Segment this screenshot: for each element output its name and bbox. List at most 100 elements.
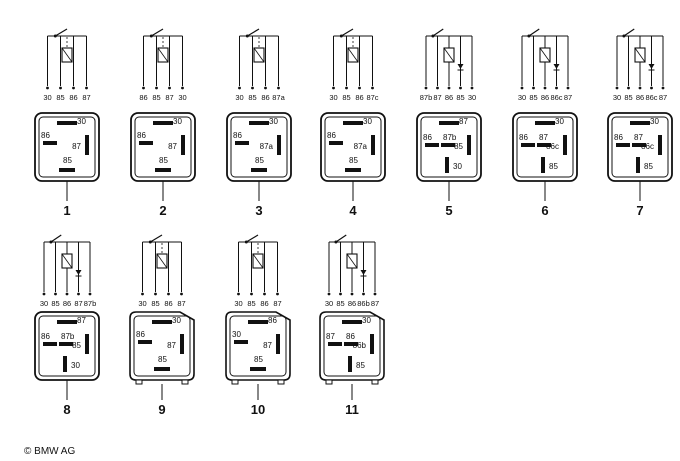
schematic-pin-label: 86c — [645, 93, 657, 102]
socket-pin-86 — [248, 320, 268, 324]
schematic-pin-label: 86 — [164, 299, 172, 308]
socket-pin-label: 86 — [137, 131, 146, 140]
schematic-pin-label: 30 — [468, 93, 476, 102]
socket-outline — [129, 311, 195, 385]
socket-pin-30 — [234, 340, 248, 344]
socket-pin-label: 86 — [423, 133, 432, 142]
socket-pin-85 — [85, 334, 89, 354]
socket-pin-86 — [139, 141, 153, 145]
socket-pin-label: 30 — [555, 117, 564, 126]
socket-pin-label: 30 — [363, 117, 372, 126]
schematic-pin-label: 87c — [366, 93, 378, 102]
socket-pin-87b — [59, 342, 73, 346]
socket-pin-label: 30 — [650, 117, 659, 126]
socket-pin-87 — [180, 334, 184, 354]
schematic-pin-label: 30 — [613, 93, 621, 102]
schematic-pin-label: 85 — [336, 299, 344, 308]
schematic-pin-label: 85 — [624, 93, 632, 102]
socket-pin-87 — [276, 334, 280, 354]
socket-pin-label: 87b — [61, 332, 75, 341]
schematic-pin-label: 86 — [261, 93, 269, 102]
relay-number: 11 — [345, 402, 359, 417]
socket-pin-87 — [328, 342, 342, 346]
schematic-pin-label: 30 — [518, 93, 526, 102]
socket-pin-label: 85 — [255, 156, 264, 165]
schematic-pin-label: 87 — [273, 299, 281, 308]
socket-pin-label: 87 — [459, 117, 468, 126]
schematic-pin-label: 30 — [138, 299, 146, 308]
schematic-pin-label: 30 — [178, 93, 186, 102]
schematic-pin-label: 86 — [63, 299, 71, 308]
socket-pin-label: 85 — [349, 156, 358, 165]
schematic-pin-label: 85 — [51, 299, 59, 308]
schematic-wiring — [332, 28, 374, 90]
relay-number: 3 — [255, 203, 262, 218]
socket-pin-label: 87 — [77, 316, 86, 325]
socket-pin-87 — [632, 143, 646, 147]
schematic-wiring — [327, 234, 377, 296]
socket-pin-label: 86b — [353, 341, 367, 350]
socket-pin-label: 86 — [233, 131, 242, 140]
schematic-pin-label: 86 — [541, 93, 549, 102]
socket-pin-86 — [329, 141, 343, 145]
relay-number: 7 — [636, 203, 643, 218]
schematic-pin-label: 87 — [659, 93, 667, 102]
socket-pin-86 — [235, 141, 249, 145]
socket-pin-85 — [250, 367, 266, 371]
socket-pin-85 — [59, 168, 75, 172]
relay-number: 5 — [445, 203, 452, 218]
socket-pin-30 — [342, 320, 362, 324]
schematic-pin-label: 85 — [247, 299, 255, 308]
socket-pin-label: 86 — [268, 316, 277, 325]
relay-number: 6 — [541, 203, 548, 218]
schematic-pin-label: 86 — [139, 93, 147, 102]
schematic-pin-label: 30 — [43, 93, 51, 102]
schematic-pin-label: 86 — [260, 299, 268, 308]
schematic-pin-label: 85 — [456, 93, 464, 102]
copyright-notice: © BMW AG — [24, 446, 76, 457]
socket-pin-label: 30 — [362, 316, 371, 325]
schematic-pin-label: 87 — [564, 93, 572, 102]
socket-pin-30 — [445, 157, 449, 173]
socket-pin-label: 30 — [77, 117, 86, 126]
socket-pin-label: 87 — [263, 341, 272, 350]
schematic-pin-label: 85 — [56, 93, 64, 102]
socket-pin-label: 87a — [260, 142, 274, 151]
relay-number: 2 — [159, 203, 166, 218]
socket-pin-85 — [636, 157, 640, 173]
schematic-wiring — [46, 28, 88, 90]
socket-pin-label: 87a — [354, 142, 368, 151]
schematic-pin-label: 85 — [248, 93, 256, 102]
schematic-pin-label: 87 — [82, 93, 90, 102]
schematic-pin-label: 86 — [445, 93, 453, 102]
socket-pin-87a — [277, 135, 281, 155]
socket-pin-85 — [348, 356, 352, 372]
schematic-wiring — [520, 28, 570, 90]
socket-pin-label: 86 — [327, 131, 336, 140]
schematic-pin-label: 30 — [235, 93, 243, 102]
relay-number: 1 — [63, 203, 70, 218]
schematic-pin-label: 87 — [74, 299, 82, 308]
schematic-pin-label: 30 — [40, 299, 48, 308]
socket-pin-85 — [251, 168, 267, 172]
socket-pin-86 — [344, 342, 358, 346]
schematic-pin-label: 87a — [272, 93, 285, 102]
socket-pin-label: 86c — [641, 142, 654, 151]
schematic-pin-label: 86c — [550, 93, 562, 102]
relay-number: 9 — [158, 402, 165, 417]
schematic-wiring — [141, 234, 183, 296]
socket-pin-label: 30 — [269, 117, 278, 126]
socket-pin-86 — [43, 141, 57, 145]
schematic-pin-label: 86b — [357, 299, 370, 308]
relay-number: 4 — [349, 203, 357, 218]
socket-pin-label: 30 — [172, 316, 181, 325]
schematic-wiring — [238, 28, 280, 90]
schematic-pin-label: 87 — [177, 299, 185, 308]
socket-pin-label: 87 — [539, 133, 548, 142]
schematic-pin-label: 85 — [342, 93, 350, 102]
